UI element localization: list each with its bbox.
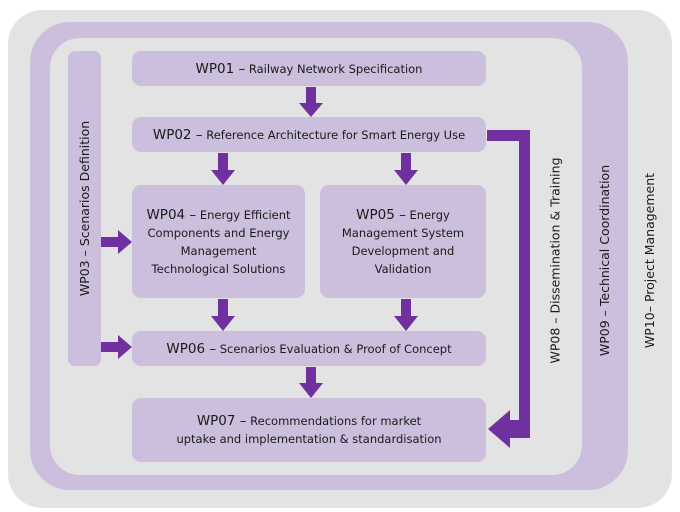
arrow-wp02-wp04 [211,153,235,185]
wp06-box: WP06 – Scenarios Evaluation & Proof of C… [132,331,486,366]
wp05-line2: Management System [341,225,465,240]
wp04-line4: Technological Solutions [151,261,286,276]
wp01-code: WP01 – [195,60,246,77]
wp07-code: WP07 – [196,413,247,429]
wp02-label: Reference Architecture for Smart Energy … [202,127,466,142]
wp04-code: WP04 – [146,206,197,223]
wp06-label: Scenarios Evaluation & Proof of Concept [216,341,452,356]
arrow-wp01-wp02 [299,87,323,117]
wp07-line1: Recommendations for market [246,414,422,428]
wp04-line2: Components and Energy [147,225,290,240]
wp04-box: WP04 – Energy Efficient Components and E… [132,185,305,298]
wp05-box: WP05 – Energy Management System Developm… [320,185,486,298]
wp05-code: WP05 – [356,206,406,223]
wp01-label: Railway Network Specification [245,61,423,76]
wp06-code: WP06 – [166,340,217,357]
wp07-box: WP07 – Recommendations for market uptake… [132,398,486,462]
wp02-code: WP02 – [152,126,203,143]
arrow-wp06-wp07 [299,367,323,398]
wp02-box: WP02 – Reference Architecture for Smart … [132,117,486,152]
arrow-wp03-wp04 [101,230,132,254]
wp05-line4: Validation [374,261,432,276]
wp05-line3: Development and [351,243,455,258]
wp05-line1: Energy [405,207,450,222]
wp07-line2: uptake and implementation & standardisat… [176,432,442,446]
wp04-line1: Energy Efficient [196,207,291,222]
arrow-wp04-wp06 [211,299,235,331]
arrow-wp03-wp06 [101,335,132,359]
wp01-box: WP01 – Railway Network Specification [132,51,486,86]
wp04-line3: Management [180,243,257,258]
arrow-wp05-wp06 [394,299,418,331]
arrow-wp02-wp07 [487,130,530,448]
arrow-wp02-wp05 [394,153,418,185]
wp03-box: WP03 – Scenarios Definition [68,51,101,366]
